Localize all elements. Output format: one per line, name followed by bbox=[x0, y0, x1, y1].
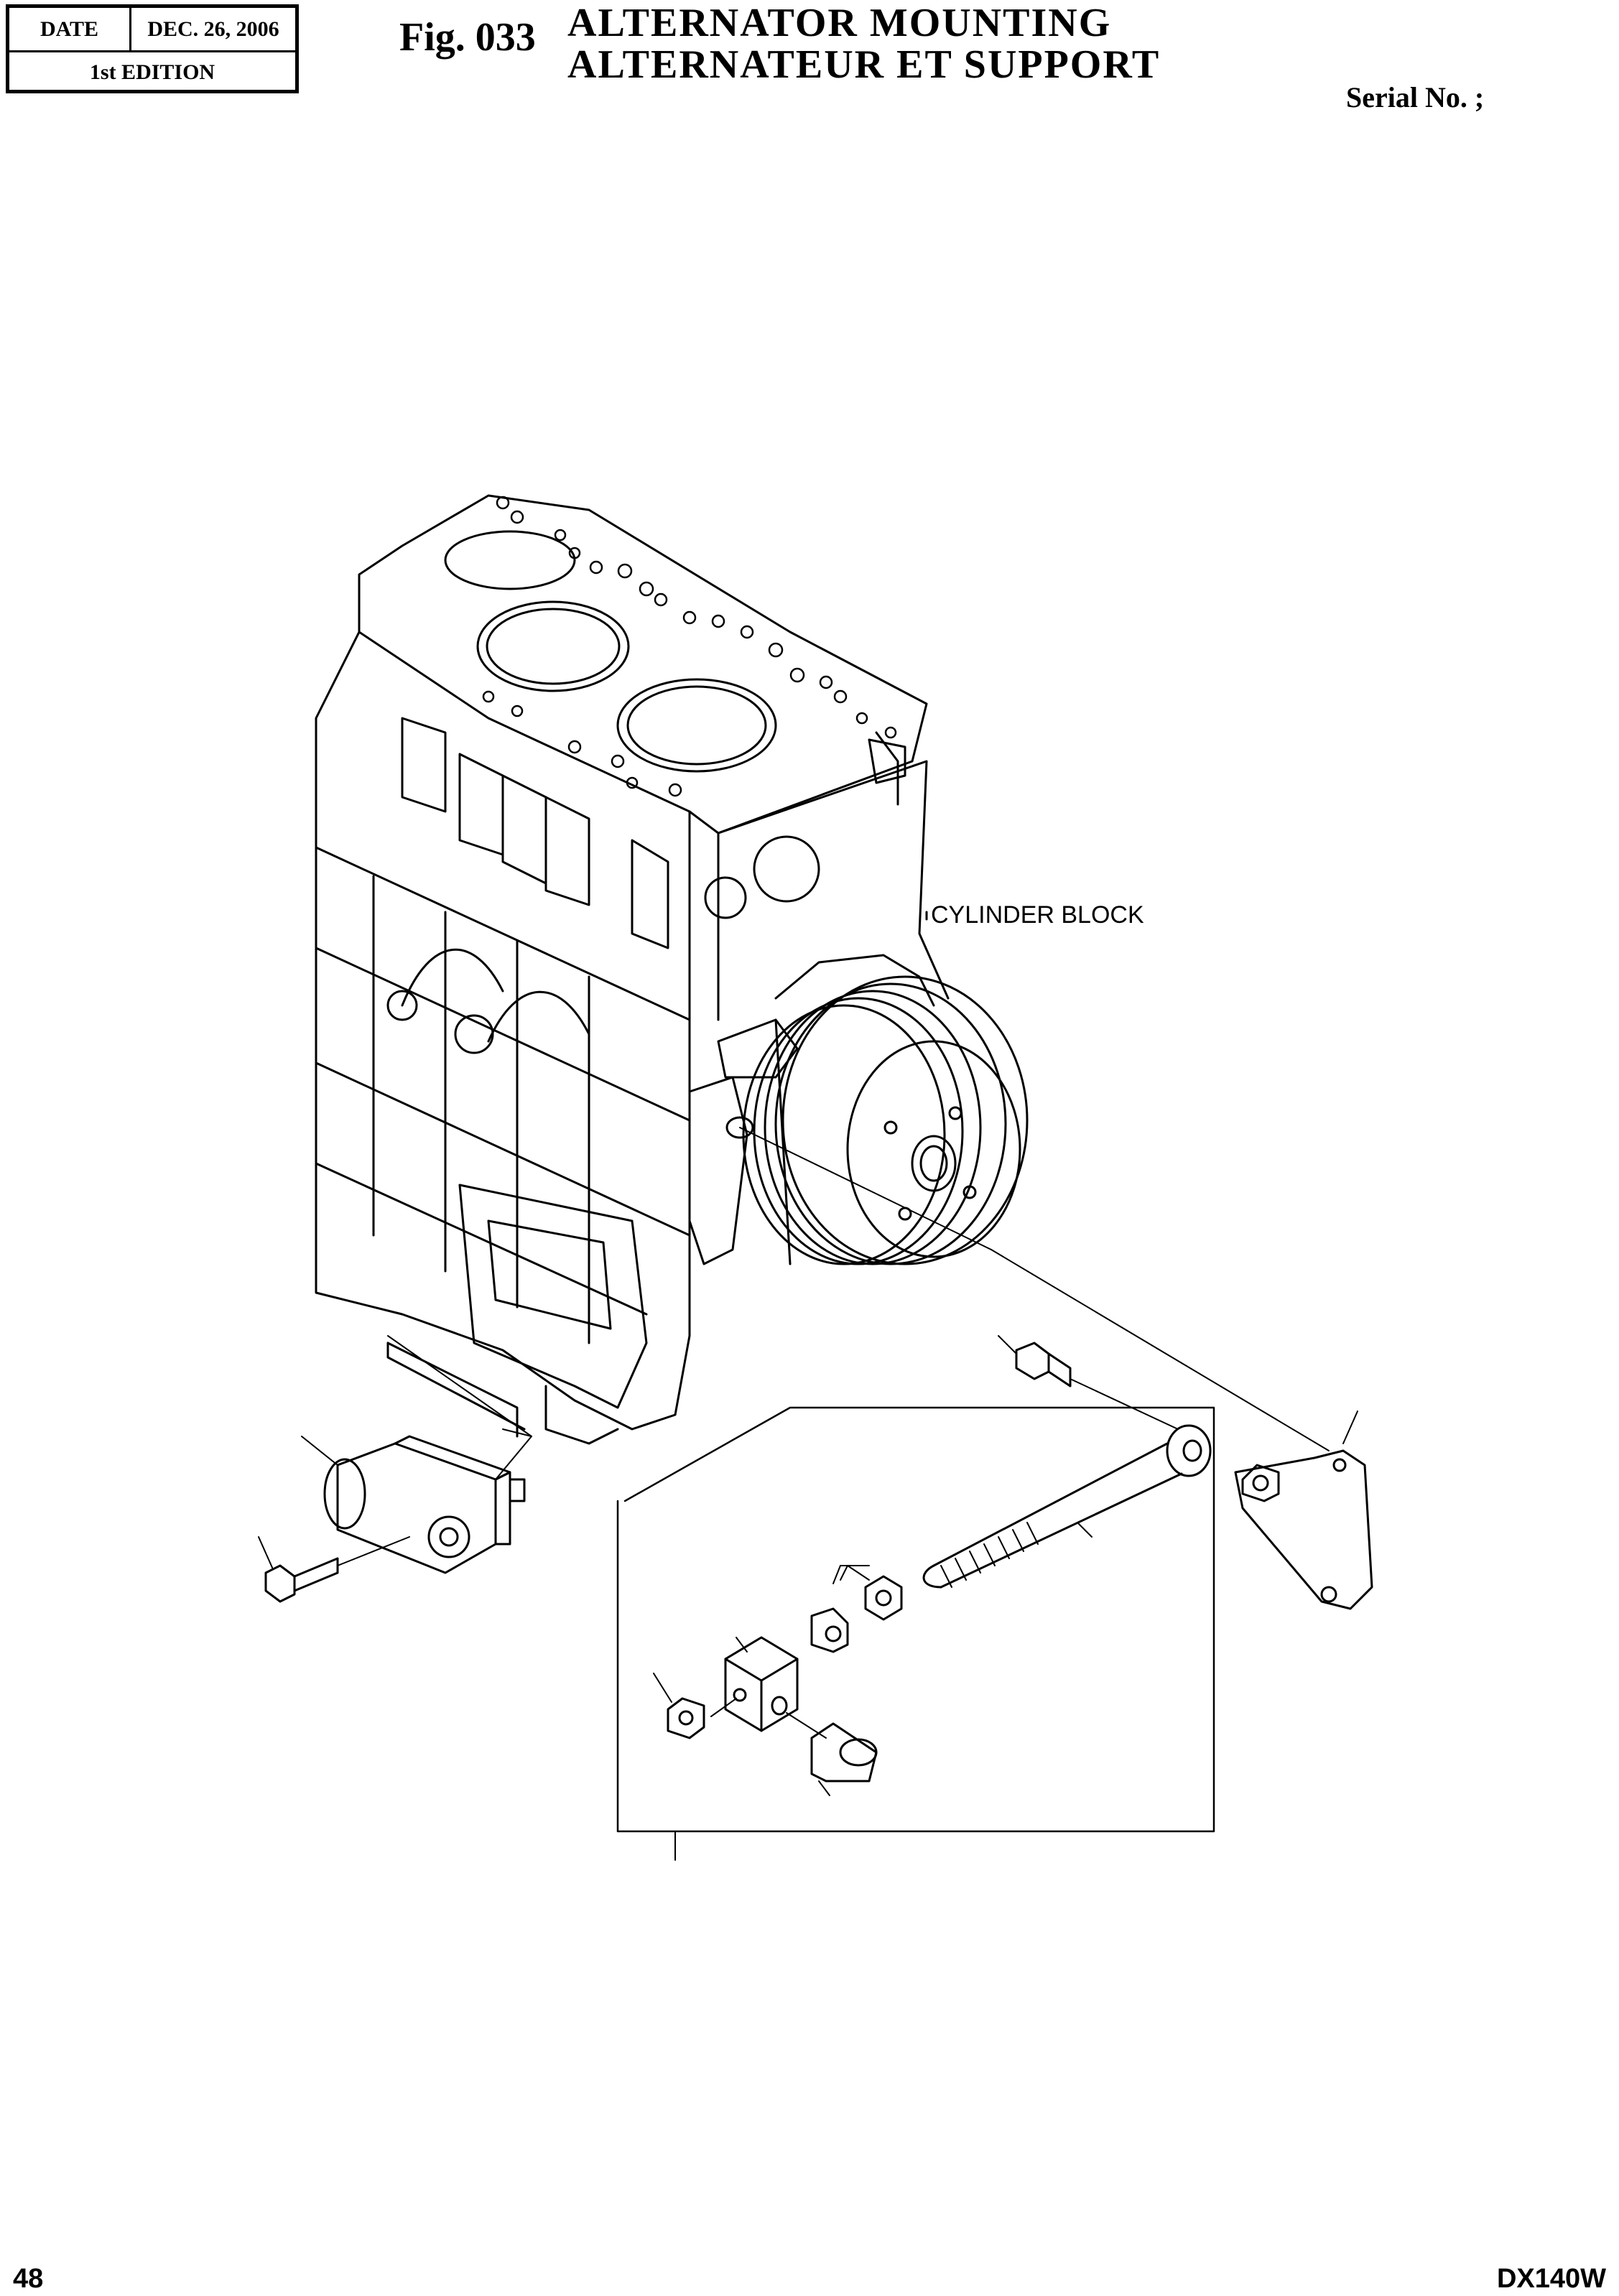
alternator-bracket-drawing bbox=[301, 1335, 532, 1574]
edition-label: 1st EDITION bbox=[89, 60, 215, 84]
date-value: DEC. 26, 2006 bbox=[147, 17, 279, 41]
title-french: ALTERNATEUR ET SUPPORT bbox=[567, 42, 1161, 87]
model-code: DX140W bbox=[1496, 2264, 1606, 2294]
pulley-drawing bbox=[688, 954, 1029, 1265]
figure-number: Fig. 033 bbox=[399, 15, 536, 60]
spacer-sleeve-drawing bbox=[786, 1712, 878, 1796]
cylinder-block-drawing bbox=[315, 494, 950, 1445]
date-row: DATE DEC. 26, 2006 bbox=[9, 8, 295, 52]
title-english: ALTERNATOR MOUNTING bbox=[567, 1, 1112, 45]
assembly-frame bbox=[616, 1406, 1215, 1833]
mounting-plate-drawing bbox=[1234, 1410, 1373, 1610]
date-label: DATE bbox=[9, 8, 131, 50]
bolt-left-drawing bbox=[258, 1536, 410, 1603]
tension-block-drawing bbox=[710, 1636, 799, 1732]
nuts-drawing bbox=[653, 1565, 903, 1739]
adjusting-link-drawing bbox=[922, 1424, 1212, 1589]
page-number: 48 bbox=[13, 2264, 44, 2294]
cylinder-block-label: CYLINDER BLOCK bbox=[931, 901, 1144, 929]
bolt-top-drawing bbox=[998, 1335, 1179, 1430]
serial-number-label: Serial No. ; bbox=[1346, 81, 1485, 113]
date-edition-box: DATE DEC. 26, 2006 1st EDITION bbox=[6, 4, 299, 93]
